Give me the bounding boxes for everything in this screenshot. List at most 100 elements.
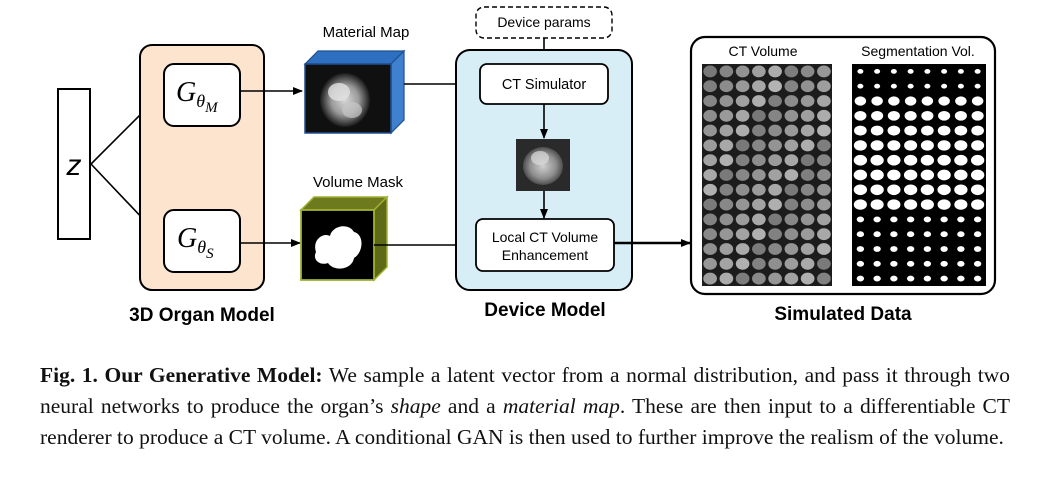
segmentation-slice-thumb: [853, 140, 867, 151]
segmentation-slice-thumb: [906, 216, 915, 223]
segmentation-slice-thumb: [888, 96, 900, 106]
segmentation-slice-thumb: [921, 125, 934, 136]
segmentation-slice-thumb: [973, 246, 982, 252]
segmentation-slice-thumb: [906, 260, 915, 267]
segmentation-slice-thumb: [957, 260, 965, 267]
segmentation-slice-thumb: [873, 231, 881, 238]
caption-lead: Fig. 1. Our Generative Model:: [40, 363, 323, 387]
segmentation-slice-thumb: [921, 96, 934, 106]
segmentation-slice-thumb: [970, 184, 985, 196]
segmentation-slice-thumb: [971, 140, 985, 151]
ct-slice-thumb: [800, 109, 815, 122]
segmentation-slice-thumb: [906, 231, 915, 238]
segmentation-slice-thumb: [937, 125, 951, 136]
ct-slice-thumb: [703, 124, 717, 137]
segmentation-slice-thumb: [903, 154, 918, 166]
ct-slice-thumb: [703, 65, 717, 78]
ct-slice-thumb: [752, 139, 766, 152]
material-map-label: Material Map: [323, 24, 410, 41]
volume-mask-cube: [299, 195, 389, 282]
segmentation-slice-thumb: [874, 83, 881, 89]
segmentation-slice-thumb: [873, 216, 881, 223]
segmentation-slice-thumb: [874, 69, 881, 74]
ct-slice-thumb: [800, 198, 815, 211]
ct-slice-thumb: [703, 109, 717, 122]
ct-slice-thumb: [703, 257, 717, 270]
segmentation-slice-thumb: [954, 125, 968, 136]
ct-slice-thumb: [752, 80, 766, 93]
ct-slice-thumb: [784, 65, 799, 78]
ct-slice-thumb: [784, 124, 799, 137]
segmentation-slice-thumb: [957, 275, 965, 282]
material-map-cube: [303, 49, 406, 135]
ct-slice-thumb: [784, 183, 799, 196]
segmentation-slice-thumb: [887, 199, 901, 210]
ct-slice-thumb: [735, 198, 750, 211]
simulated-data-title: Simulated Data: [774, 304, 912, 325]
segmentation-slice-thumb: [954, 140, 968, 151]
ct-slice-thumb: [752, 272, 766, 285]
ct-slice-thumb: [800, 243, 815, 255]
ct-simulator-label: CT Simulator: [502, 77, 587, 93]
ct-slice-thumb: [817, 183, 831, 196]
ct-slice-thumb: [735, 183, 750, 196]
ct-slice-thumb: [719, 183, 734, 196]
segmentation-slice-thumb: [856, 275, 865, 282]
ct-slice-thumb: [703, 95, 717, 107]
segmentation-slice-thumb: [873, 275, 881, 282]
segmentation-slice-thumb: [870, 184, 884, 196]
segmentation-slice-thumb: [873, 246, 881, 252]
segmentation-slice-thumb: [957, 83, 964, 89]
segmentation-slice-thumb: [870, 154, 884, 166]
ct-slice-thumb: [784, 228, 799, 241]
segmentation-slice-thumb: [941, 69, 948, 74]
ct-slice-thumb: [768, 228, 782, 241]
ct-slice-thumb: [719, 109, 734, 122]
ct-slice-thumb: [800, 80, 815, 93]
ct-slice-thumb: [817, 139, 831, 152]
ct-slice-thumb: [800, 154, 815, 167]
device-model-title: Device Model: [484, 300, 605, 321]
segmentation-slice-thumb: [853, 184, 868, 196]
ct-slice-thumb: [752, 183, 766, 196]
ct-slice-thumb: [817, 198, 831, 211]
enhancement-label-line1: Local CT Volume: [492, 229, 599, 245]
ct-slice-thumb: [752, 169, 766, 181]
volume-mask-label: Volume Mask: [313, 174, 404, 191]
ct-slice-thumb: [735, 95, 750, 107]
ct-slice-thumb: [735, 243, 750, 255]
segmentation-slice-thumb: [938, 96, 950, 106]
segmentation-slice-thumb: [903, 184, 918, 196]
ct-slice-thumb: [719, 272, 734, 285]
ct-slice-thumb: [752, 243, 766, 255]
segmentation-slice-thumb: [923, 275, 932, 282]
segmentation-slice-thumb: [954, 199, 968, 210]
segmentation-slice-thumb: [887, 169, 901, 181]
segmentation-slice-thumb: [937, 169, 951, 181]
ct-slice-thumb: [703, 183, 717, 196]
segmentation-slice-thumb: [854, 125, 867, 136]
segmentation-slice-thumb: [937, 154, 951, 166]
enhancement-label-line2: Enhancement: [502, 247, 589, 263]
ct-slice-thumb: [703, 169, 717, 181]
generator-material-label: GθM: [176, 77, 219, 116]
ct-slice-thumb: [719, 95, 734, 107]
segmentation-slice-thumb: [957, 246, 965, 252]
segmentation-slice-thumb: [940, 275, 948, 282]
ct-slice-thumb: [784, 139, 799, 152]
segmentation-slice-thumb: [907, 69, 914, 74]
segmentation-slice-thumb: [890, 231, 898, 238]
ct-slice-thumb: [784, 243, 799, 255]
segmentation-slice-thumb: [973, 275, 982, 282]
caption-part2: and a: [440, 394, 503, 418]
segmentation-slice-thumb: [920, 184, 935, 196]
segmentation-slice-thumb: [904, 96, 917, 106]
ct-slice-thumb: [735, 80, 750, 93]
ct-slice-thumb: [817, 80, 831, 93]
segmentation-slice-thumb: [854, 96, 867, 106]
ct-slice-thumb: [768, 154, 782, 167]
segmentation-slice-thumb: [904, 110, 917, 121]
ct-slice-thumb: [784, 169, 799, 181]
figure-caption: Fig. 1. Our Generative Model: We sample …: [40, 360, 1010, 453]
segmentation-slice-thumb: [973, 260, 982, 267]
